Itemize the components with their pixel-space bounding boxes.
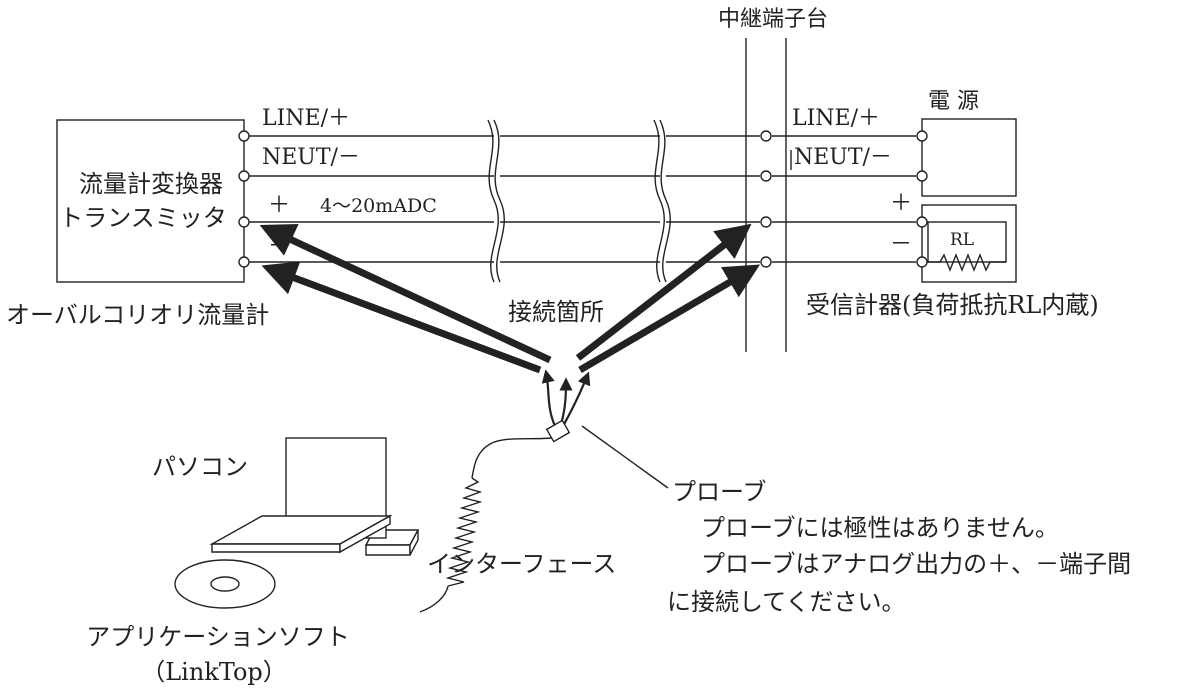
plus-right-label: ＋ xyxy=(890,191,913,216)
probe-arrow-converter-minus xyxy=(261,261,542,374)
line-right-label: LINE/＋ xyxy=(792,106,881,131)
terminal-relay-plus xyxy=(760,216,772,228)
terminal-relay-neut xyxy=(760,170,772,182)
cd-disc xyxy=(174,559,276,609)
signal-plus-label: ＋ xyxy=(268,193,291,218)
probe-arrow-converter-plus xyxy=(259,223,552,364)
terminal-receiver-minus xyxy=(916,256,928,268)
pc-label: パソコン xyxy=(152,453,248,481)
converter-box xyxy=(56,119,245,283)
minus-right-label: － xyxy=(890,232,913,257)
signal-minus-label: － xyxy=(268,234,291,259)
probe-note-3: に接続してください。 xyxy=(667,588,906,616)
interface-label: インターフェース xyxy=(427,550,617,578)
relay-terminal-label: 中継端子台 xyxy=(717,7,829,32)
terminal-relay-line xyxy=(760,130,772,142)
cable-break-left-2 xyxy=(493,119,505,283)
probe-coil xyxy=(445,477,483,587)
terminal-power-neut xyxy=(916,170,928,182)
cable-break-right xyxy=(653,119,665,283)
converter-label: 流量計変換器 xyxy=(79,170,223,198)
probe-cable xyxy=(471,437,553,479)
resistor-label: RL xyxy=(950,230,975,250)
cd-hole xyxy=(210,576,240,592)
terminal-relay-minus xyxy=(760,256,772,268)
software-label: アプリケーションソフト xyxy=(86,623,350,651)
probe-label: プローブ xyxy=(672,478,767,506)
laptop-base xyxy=(209,515,393,545)
receiver-box xyxy=(921,204,1017,283)
probe-arrow-relay-plus xyxy=(575,223,752,361)
probe-body xyxy=(545,419,571,443)
terminal-converter-plus xyxy=(238,216,250,228)
probe-arrow-relay-minus xyxy=(578,264,761,374)
terminal-converter-line xyxy=(238,130,250,142)
flowmeter-label: オーバルコリオリ流量計 xyxy=(6,301,270,329)
terminal-converter-neut xyxy=(238,170,250,182)
line-left-label: LINE/＋ xyxy=(262,106,351,131)
terminal-power-line xyxy=(916,130,928,142)
probe-leader xyxy=(581,425,669,489)
resistor-box xyxy=(927,221,1007,263)
terminal-receiver-plus xyxy=(916,216,928,228)
software-name-label: （LinkTop） xyxy=(141,658,287,686)
resistor-zigzag xyxy=(920,253,1006,272)
cable-break-left xyxy=(487,119,499,283)
connection-point-label: 接続箇所 xyxy=(508,298,604,326)
transmitter-label: トランスミッタ xyxy=(59,204,227,232)
neut-left-label: NEUT/－ xyxy=(262,145,360,170)
terminal-converter-minus xyxy=(238,256,250,268)
interface-cable xyxy=(419,585,449,613)
probe-note-1: プローブには極性はありません。 xyxy=(701,514,1059,542)
probe-note-2: プローブはアナログ出力の＋、－端子間 xyxy=(701,550,1132,578)
signal-current-label: 4～20mADC xyxy=(320,195,437,217)
receiver-label: 受信計器(負荷抵抗RL内蔵) xyxy=(806,291,1099,319)
cable-break-right-2 xyxy=(659,119,671,283)
neut-right-label: NEUT/－ xyxy=(794,145,892,170)
power-supply-label: 電 源 xyxy=(928,89,979,114)
probe-tip-left xyxy=(541,369,557,429)
power-supply-box xyxy=(921,118,1017,197)
